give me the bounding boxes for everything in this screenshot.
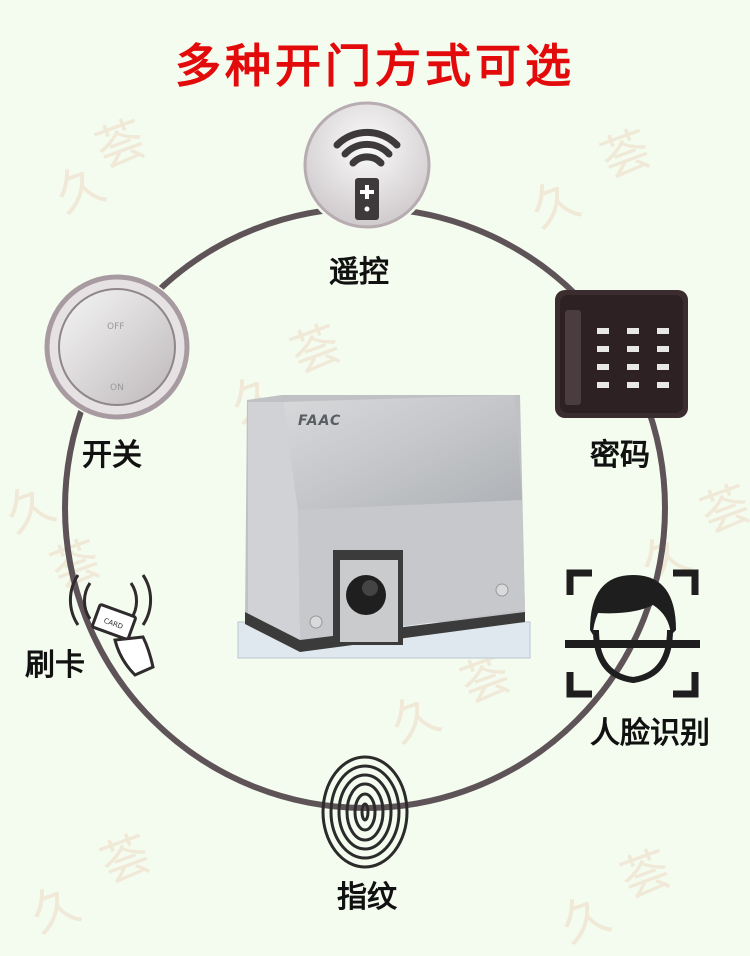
keypad-key bbox=[627, 382, 639, 388]
method-label-keypad: 密码 bbox=[590, 438, 650, 473]
keypad-key bbox=[627, 364, 639, 370]
gate-motor-image bbox=[237, 395, 531, 659]
card-swipe-icon bbox=[68, 574, 155, 677]
keypad-key bbox=[657, 382, 669, 388]
keypad-key bbox=[597, 328, 609, 334]
keypad-icon bbox=[555, 290, 688, 418]
face-recognition-icon bbox=[565, 569, 700, 698]
remote-control-icon bbox=[301, 99, 433, 231]
keypad-key bbox=[627, 328, 639, 334]
fingerprint-icon bbox=[321, 755, 409, 869]
keypad-key bbox=[597, 364, 609, 370]
page-title: 多种开门方式可选 bbox=[175, 39, 575, 93]
method-label-switch: 开关 bbox=[82, 438, 142, 473]
method-label-card: 刷卡 bbox=[25, 648, 85, 683]
method-label-fingerprint: 指纹 bbox=[337, 880, 397, 915]
keypad-key bbox=[597, 346, 609, 352]
keypad-key bbox=[657, 364, 669, 370]
keypad-key bbox=[597, 382, 609, 388]
switch-on-label: ON bbox=[110, 383, 124, 393]
method-label-remote: 遥控 bbox=[329, 255, 389, 290]
brand-logo: FAAC bbox=[298, 413, 342, 429]
keypad-key bbox=[657, 346, 669, 352]
keypad-key bbox=[657, 328, 669, 334]
keypad-key bbox=[627, 346, 639, 352]
method-label-face: 人脸识别 bbox=[590, 716, 710, 751]
switch-off-label: OFF bbox=[107, 322, 125, 332]
switch-icon bbox=[43, 273, 191, 421]
